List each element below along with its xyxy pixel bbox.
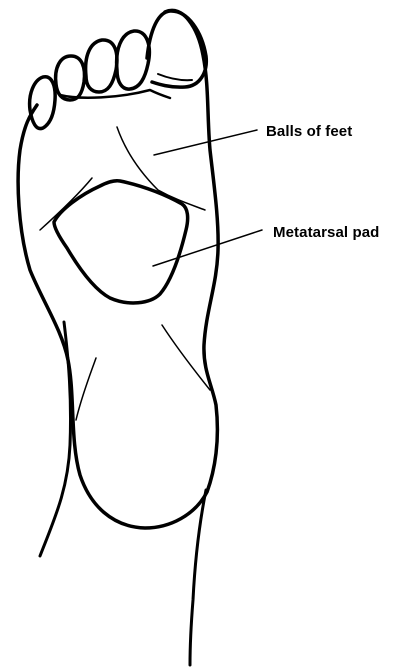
big-toe [147, 11, 206, 87]
metatarsal-pad-leader [153, 230, 262, 266]
metatarsal-pad-shape [54, 181, 188, 303]
big-toe-nail [158, 74, 192, 80]
ball-crease-upper [117, 127, 205, 210]
balls-of-feet-label: Balls of feet [266, 124, 352, 139]
heel-crease-left [76, 358, 96, 420]
second-toe [117, 31, 150, 89]
metatarsal-pad-label: Metatarsal pad [273, 225, 379, 240]
toe-crease [60, 90, 170, 98]
little-toe [30, 77, 56, 129]
balls-of-feet-leader [154, 130, 257, 155]
fourth-toe [56, 56, 85, 100]
third-toe [86, 40, 117, 92]
leg-right-line [190, 490, 206, 665]
ball-crease-left [40, 178, 92, 230]
